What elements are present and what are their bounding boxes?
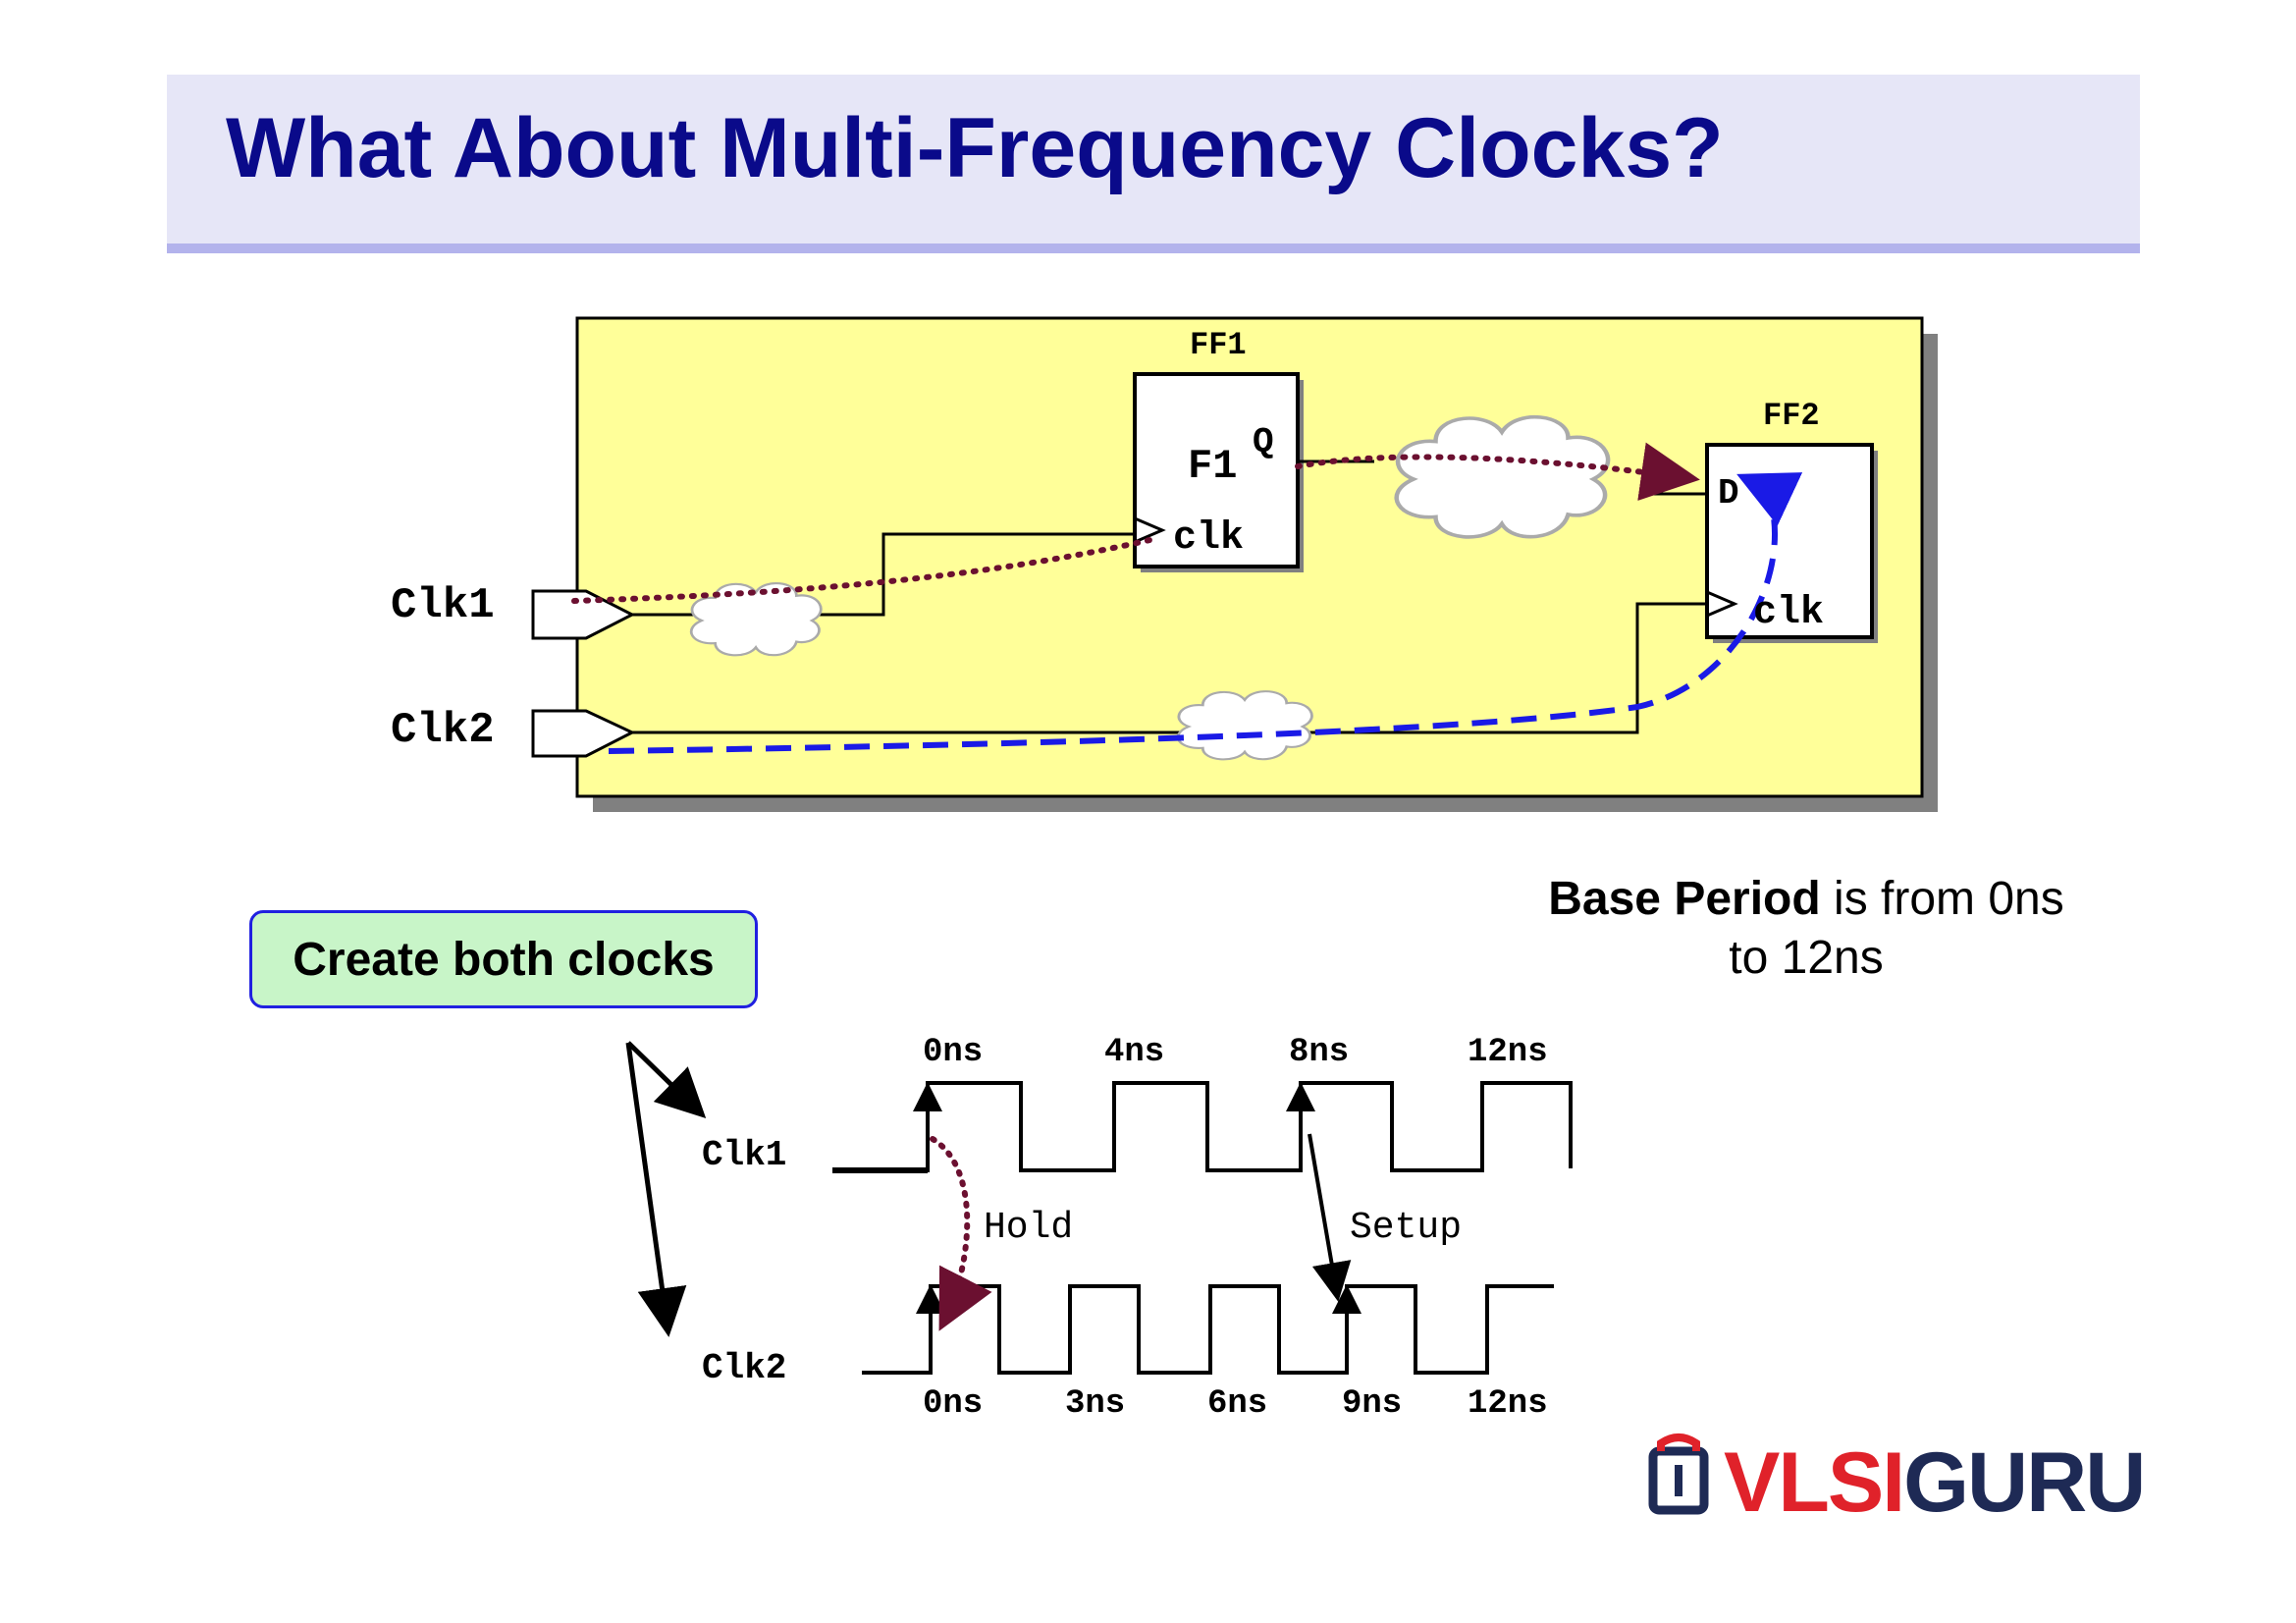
hold-label: Hold xyxy=(984,1207,1073,1249)
base-period-rest: is from 0ns xyxy=(1820,873,2064,925)
clk1-time-label: 0ns xyxy=(923,1034,983,1071)
clk2-capture-arrowhead xyxy=(1736,472,1803,526)
clk2-capture-path xyxy=(608,510,1778,754)
callout-arrow-clk2 xyxy=(625,1042,687,1337)
ff1-clk-triangle xyxy=(1134,516,1166,544)
setup-label: Setup xyxy=(1350,1207,1462,1249)
ff1-label: FF1 xyxy=(1190,327,1247,363)
clk1-time-label: 4ns xyxy=(1104,1034,1164,1071)
clk2-time-label: 9ns xyxy=(1342,1385,1402,1423)
base-period-bold: Base Period xyxy=(1548,873,1821,925)
ff1-clk-label: clk xyxy=(1173,516,1244,561)
ff2-d-label: D xyxy=(1718,473,1739,514)
ff1-inner-label: F1 xyxy=(1188,443,1237,490)
ff1-to-ff2-data-path xyxy=(1295,442,1700,501)
clk2-time-label: 12ns xyxy=(1468,1385,1548,1423)
base-period-line2: to 12ns xyxy=(1729,932,1884,984)
ff2-clk-label: clk xyxy=(1753,591,1824,635)
clk1-port-label: Clk1 xyxy=(391,581,495,630)
clk2-waveform xyxy=(862,1284,1554,1375)
ff1-q-label: Q xyxy=(1253,422,1274,462)
page-title: What About Multi-Frequency Clocks? xyxy=(226,101,1724,195)
vlsiguru-logo-icon xyxy=(1648,1434,1709,1515)
clk1-time-label: 12ns xyxy=(1468,1034,1548,1071)
base-period-note: Base Period is from 0ns to 12ns xyxy=(1453,870,2160,988)
clk2-time-label: 0ns xyxy=(923,1385,983,1423)
logo-vlsi-text: VLSI xyxy=(1724,1434,1905,1530)
clk1-port xyxy=(531,589,636,640)
callout-arrow-clk1 xyxy=(626,1041,707,1118)
hold-arrow xyxy=(930,1136,992,1331)
logo-guru-text: GURU xyxy=(1903,1434,2146,1530)
ff1-box xyxy=(1133,372,1300,568)
clk1-waveform xyxy=(832,1081,1573,1172)
clk2-wire xyxy=(632,602,1707,734)
setup-arrow xyxy=(1308,1133,1352,1302)
create-clocks-callout: Create both clocks xyxy=(249,910,758,1008)
clk2-time-label: 6ns xyxy=(1207,1385,1267,1423)
clk1-launch-path xyxy=(571,535,1161,604)
ff2-label: FF2 xyxy=(1763,398,1820,434)
ff2-clk-triangle xyxy=(1706,590,1738,618)
clk2-port xyxy=(531,709,636,758)
clk2-time-label: 3ns xyxy=(1065,1385,1125,1423)
title-bar: What About Multi-Frequency Clocks? xyxy=(167,75,2140,253)
wave-clk1-label: Clk1 xyxy=(702,1135,786,1175)
clk1-time-label: 8ns xyxy=(1289,1034,1349,1071)
wave-clk2-label: Clk2 xyxy=(702,1348,786,1388)
clk2-port-label: Clk2 xyxy=(391,706,495,755)
